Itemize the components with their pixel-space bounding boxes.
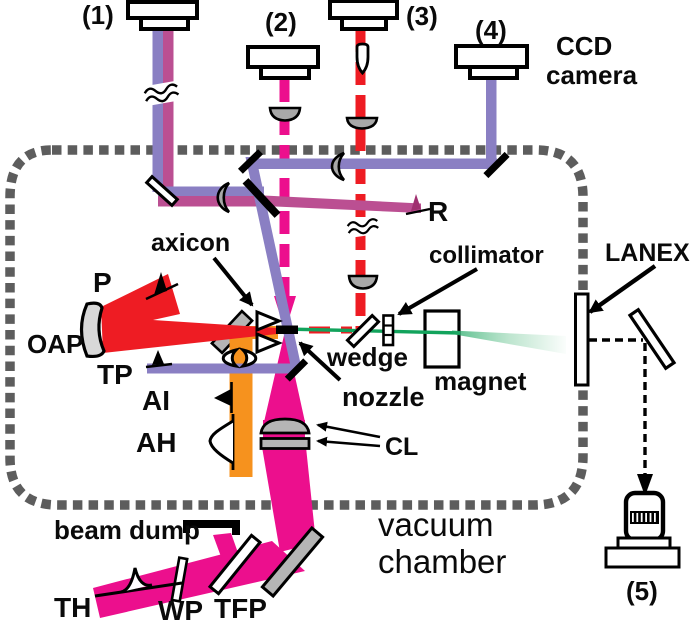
cylindrical-lens-2	[259, 437, 311, 450]
ccd-camera-label-line2: camera	[546, 60, 638, 90]
camera3-icon	[328, 0, 399, 31]
nozzle-arrow	[298, 341, 342, 382]
beam-dump-label: beam dump	[54, 515, 200, 545]
camera3-lens-lower	[347, 274, 379, 290]
wedge-optic	[345, 313, 381, 349]
wedge-label: wedge	[326, 342, 408, 372]
pulse-p	[145, 272, 179, 301]
camera4-label: (4)	[475, 15, 507, 45]
pulse-ai	[214, 382, 233, 413]
magnet-label: magnet	[434, 366, 527, 396]
oap-label: OAP	[27, 329, 83, 359]
vacuum-chamber-label-line2: chamber	[378, 543, 506, 580]
collimator-arrow	[397, 267, 478, 316]
ah-label: AH	[136, 427, 176, 458]
fold-mirror-top	[237, 149, 264, 174]
magenta-beam-focus-cone	[264, 331, 305, 422]
axicon-arrow	[212, 256, 254, 307]
probe-lens-1	[216, 181, 231, 214]
beam-break-camera1	[140, 79, 188, 107]
cylindrical-lens-1	[259, 417, 311, 435]
oap-mirror	[79, 301, 106, 359]
camera3-label: (3)	[406, 1, 438, 31]
wp-label: WP	[158, 595, 203, 625]
ai-label: AI	[142, 385, 170, 416]
beam-dump	[183, 520, 240, 535]
r-label: R	[428, 196, 448, 227]
camera1-beam-purple	[152, 26, 163, 192]
electron-beam-line	[283, 327, 461, 335]
nozzle-label: nozzle	[342, 382, 425, 412]
viewing-mirror	[627, 307, 677, 371]
camera1-label: (1)	[82, 0, 114, 30]
axicon-lower	[255, 331, 283, 355]
sightline-arrowhead	[637, 474, 653, 496]
probe-diagonal-beam	[245, 157, 302, 368]
cl-arrow-1	[316, 421, 381, 439]
tfp-label: TFP	[214, 593, 267, 624]
camera2-label: (2)	[265, 7, 297, 37]
pulse-ah	[208, 414, 235, 470]
beam-break-red	[343, 215, 383, 239]
lens-pair-right	[238, 347, 258, 369]
axicon-upper	[255, 309, 283, 333]
camera1-beam-mauve	[163, 26, 174, 192]
axicon-label: axicon	[151, 229, 230, 257]
fold-mirror-camera4	[483, 151, 510, 179]
th-beam	[93, 541, 305, 618]
fold-mirror-camera1	[144, 174, 180, 208]
camera2-lens	[268, 106, 302, 122]
thin-film-polarizer	[207, 533, 263, 596]
tp-label: TP	[97, 359, 133, 390]
collimator-optic	[382, 314, 395, 347]
tp-beam	[147, 363, 297, 374]
probe-horizontal-mauve	[158, 196, 266, 207]
drive-laser-beam	[101, 274, 277, 353]
dipole-magnet	[423, 309, 461, 369]
camera5-icon	[604, 490, 681, 569]
camera3-objective	[355, 42, 370, 76]
pulse-th	[94, 567, 183, 598]
waveplate	[170, 556, 189, 603]
pulse-r	[405, 194, 431, 216]
ccd-camera-label-line1: CCD	[556, 31, 612, 61]
p-label: P	[93, 267, 112, 298]
camera2-icon	[246, 45, 320, 80]
bottom-fold-mirror	[260, 525, 325, 599]
r-beam	[264, 195, 421, 213]
probe-beamsplitter	[242, 178, 281, 218]
probe-lens-2	[330, 151, 346, 182]
camera5-label: (5)	[626, 576, 658, 606]
camera1-icon	[126, 0, 199, 31]
tp-fold-mirror	[284, 358, 309, 382]
top-probe-beam	[249, 158, 497, 169]
th-label: TH	[54, 592, 91, 623]
lanex-label: LANEX	[605, 239, 690, 267]
vacuum-chamber-wall	[5, 145, 588, 510]
collimator-label: collimator	[429, 242, 544, 269]
vacuum-chamber-label-line1: vacuum	[378, 506, 494, 543]
lanex-screen	[574, 292, 590, 387]
lens-pair-left	[221, 347, 241, 369]
cl-arrow-2	[316, 436, 381, 448]
probe-horizontal-purple	[158, 186, 264, 197]
electron-beam-fan	[452, 330, 566, 354]
camera3-lens-upper	[345, 116, 379, 130]
cl-label: CL	[385, 433, 418, 461]
gas-nozzle	[276, 325, 298, 334]
magenta-beam-column	[262, 447, 316, 552]
pulse-tp	[145, 350, 173, 369]
lanex-arrow	[588, 264, 657, 314]
camera4-icon	[454, 44, 529, 80]
camera4-beam	[486, 76, 497, 168]
